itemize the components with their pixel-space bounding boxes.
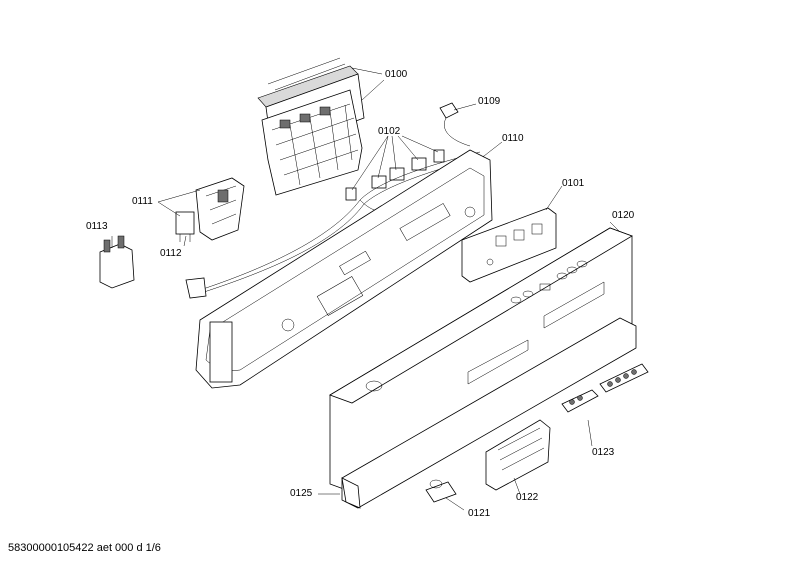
part-0113-block xyxy=(99,235,135,289)
part-0121-clip xyxy=(425,479,457,503)
callout-0121: 0121 xyxy=(468,508,491,519)
callout-0111: 0111 xyxy=(132,196,153,207)
callout-0109: 0109 xyxy=(478,96,501,107)
part-0120-fascia-panel xyxy=(329,227,633,493)
callout-0112: 0112 xyxy=(160,248,182,259)
main-chassis-frame xyxy=(185,149,493,389)
callout-0120: 0120 xyxy=(612,210,635,221)
callout-0122: 0122 xyxy=(516,492,539,503)
callout-0100: 0100 xyxy=(385,69,408,80)
callout-0125: 0125 xyxy=(290,488,313,499)
callout-0110: 0110 xyxy=(502,133,524,144)
callout-0101: 0101 xyxy=(562,178,585,189)
part-0102-connectors xyxy=(345,149,445,201)
callout-0102: 0102 xyxy=(378,126,401,137)
part-0109-connector xyxy=(439,102,471,147)
part-0101-pcb xyxy=(461,207,557,283)
part-0111-door-switch xyxy=(195,177,245,241)
part-0125-trim-strip xyxy=(341,317,637,509)
part-0123-button-strips xyxy=(561,363,649,413)
document-id-footer: 58300000105422 aet 000 d 1/6 xyxy=(8,542,161,554)
callout-0113: 0113 xyxy=(86,221,108,232)
callout-0123: 0123 xyxy=(592,447,615,458)
part-0122-button-block xyxy=(485,419,551,491)
leader-lines xyxy=(111,67,621,511)
part-0112-relay xyxy=(175,211,195,242)
part-0100-control-module xyxy=(257,57,365,196)
